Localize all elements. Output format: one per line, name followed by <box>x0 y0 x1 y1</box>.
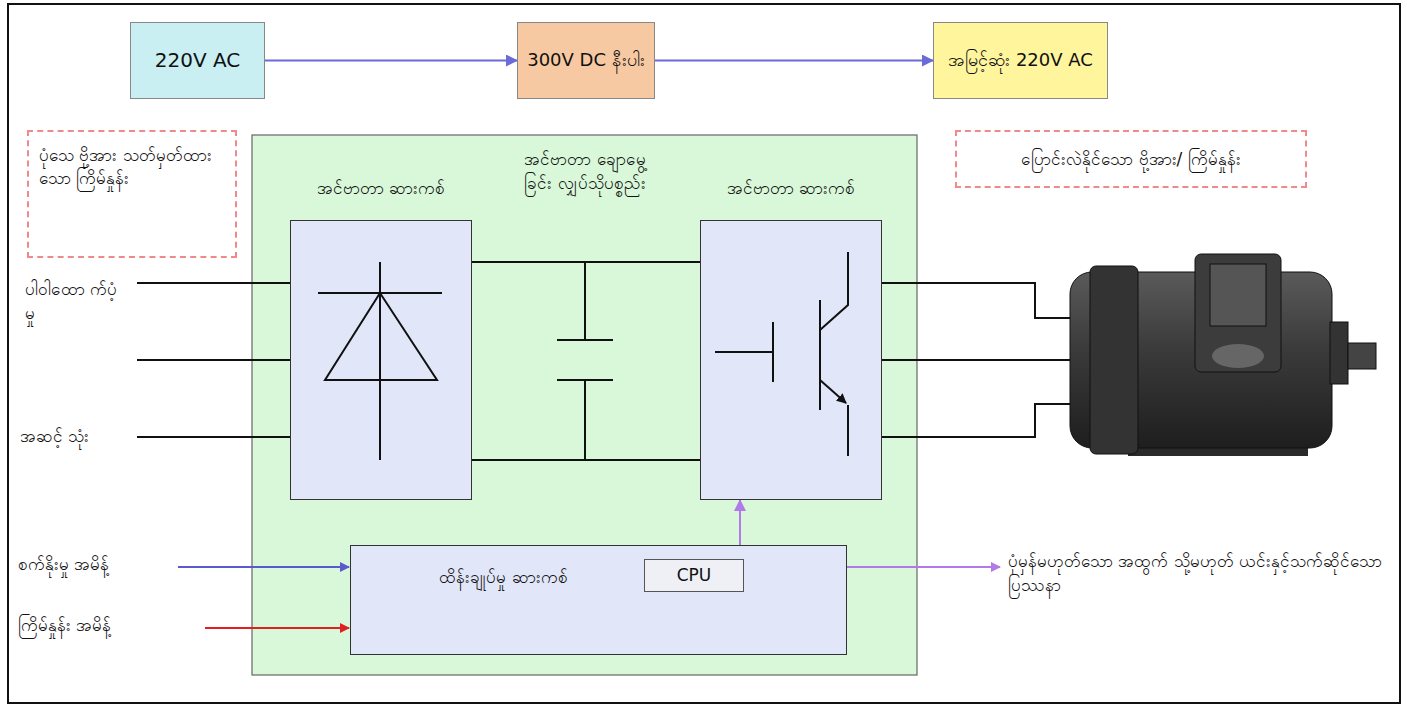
node-text: ပုံသေ ဗို့အား သတ်မှတ်ထားသော ကြိမ်နှုန်း <box>39 144 225 190</box>
connector <box>472 261 700 263</box>
connector <box>265 60 517 62</box>
plain-label: စက်နိုးမှု အမိန့် <box>18 553 176 577</box>
output-box: အမြင့်ဆုံး 220V AC <box>933 22 1108 99</box>
plain-label: အဆင့် သုံး <box>20 425 140 449</box>
box-fill <box>290 220 472 500</box>
command-arrow <box>205 627 349 629</box>
plain-label: ကြိမ်နှုန်း အမိန့် <box>18 614 203 638</box>
plain-label: ပုံမှန်မဟုတ်သော အထွက် သို့မဟုတ် ယင်းနှင့… <box>1008 550 1393 598</box>
converter-box: အင်ဗာတာ ဆားကစ် <box>290 220 472 500</box>
motor-illustration <box>1070 254 1376 456</box>
node-text: အမြင့်ဆုံး 220V AC <box>948 48 1093 72</box>
node-text: 300V DC နီးပါး <box>527 48 645 72</box>
node-text: ထိန်းချုပ်မှု ဆားကစ် <box>371 566 636 589</box>
node-text: အင်ဗာတာ ဆားကစ် <box>681 177 901 200</box>
inverter-box: အင်ဗာတာ ဆားကစ် <box>700 220 882 500</box>
node-text: အင်ဗာတာ ဆားကစ် <box>271 177 491 200</box>
connector <box>472 459 700 461</box>
input-wires <box>137 283 290 437</box>
node-text: 220V AC <box>155 47 241 74</box>
cpu-box: CPU <box>644 559 744 592</box>
node-text: CPU <box>677 564 712 587</box>
note-box: ပုံသေ ဗို့အား သတ်မှတ်ထားသော ကြိမ်နှုန်း <box>27 130 237 258</box>
outer-frame <box>8 4 1400 703</box>
command-arrow <box>178 566 349 568</box>
igbt-symbol <box>715 252 848 456</box>
dc-box: 300V DC နီးပါး <box>517 22 655 99</box>
inverter-panel <box>252 135 917 675</box>
note-box: ပြောင်းလဲနိုင်သော ဗို့အား/ ကြိမ်နှုန်း <box>955 130 1307 188</box>
source-box: 220V AC <box>130 22 265 99</box>
capacitor-symbol <box>557 262 613 460</box>
fault-arrow <box>847 566 1000 568</box>
node-text: ပြောင်းလဲနိုင်သော ဗို့အား/ ကြိမ်နှုန်း <box>1021 148 1241 171</box>
connector <box>739 500 741 545</box>
plain-label: အင်ဗာတာ ချောမွေ့ခြင်း လျှပ်သိုပစ္စည်း <box>520 148 650 196</box>
box-fill <box>700 220 882 500</box>
plain-label: ပါဝါထော က်ပံ့မှု <box>25 278 125 326</box>
output-wires <box>882 283 1072 437</box>
diode-symbol <box>318 262 442 460</box>
control-box: ထိန်းချုပ်မှု ဆားကစ် CPU <box>350 545 847 655</box>
connector <box>655 60 933 62</box>
